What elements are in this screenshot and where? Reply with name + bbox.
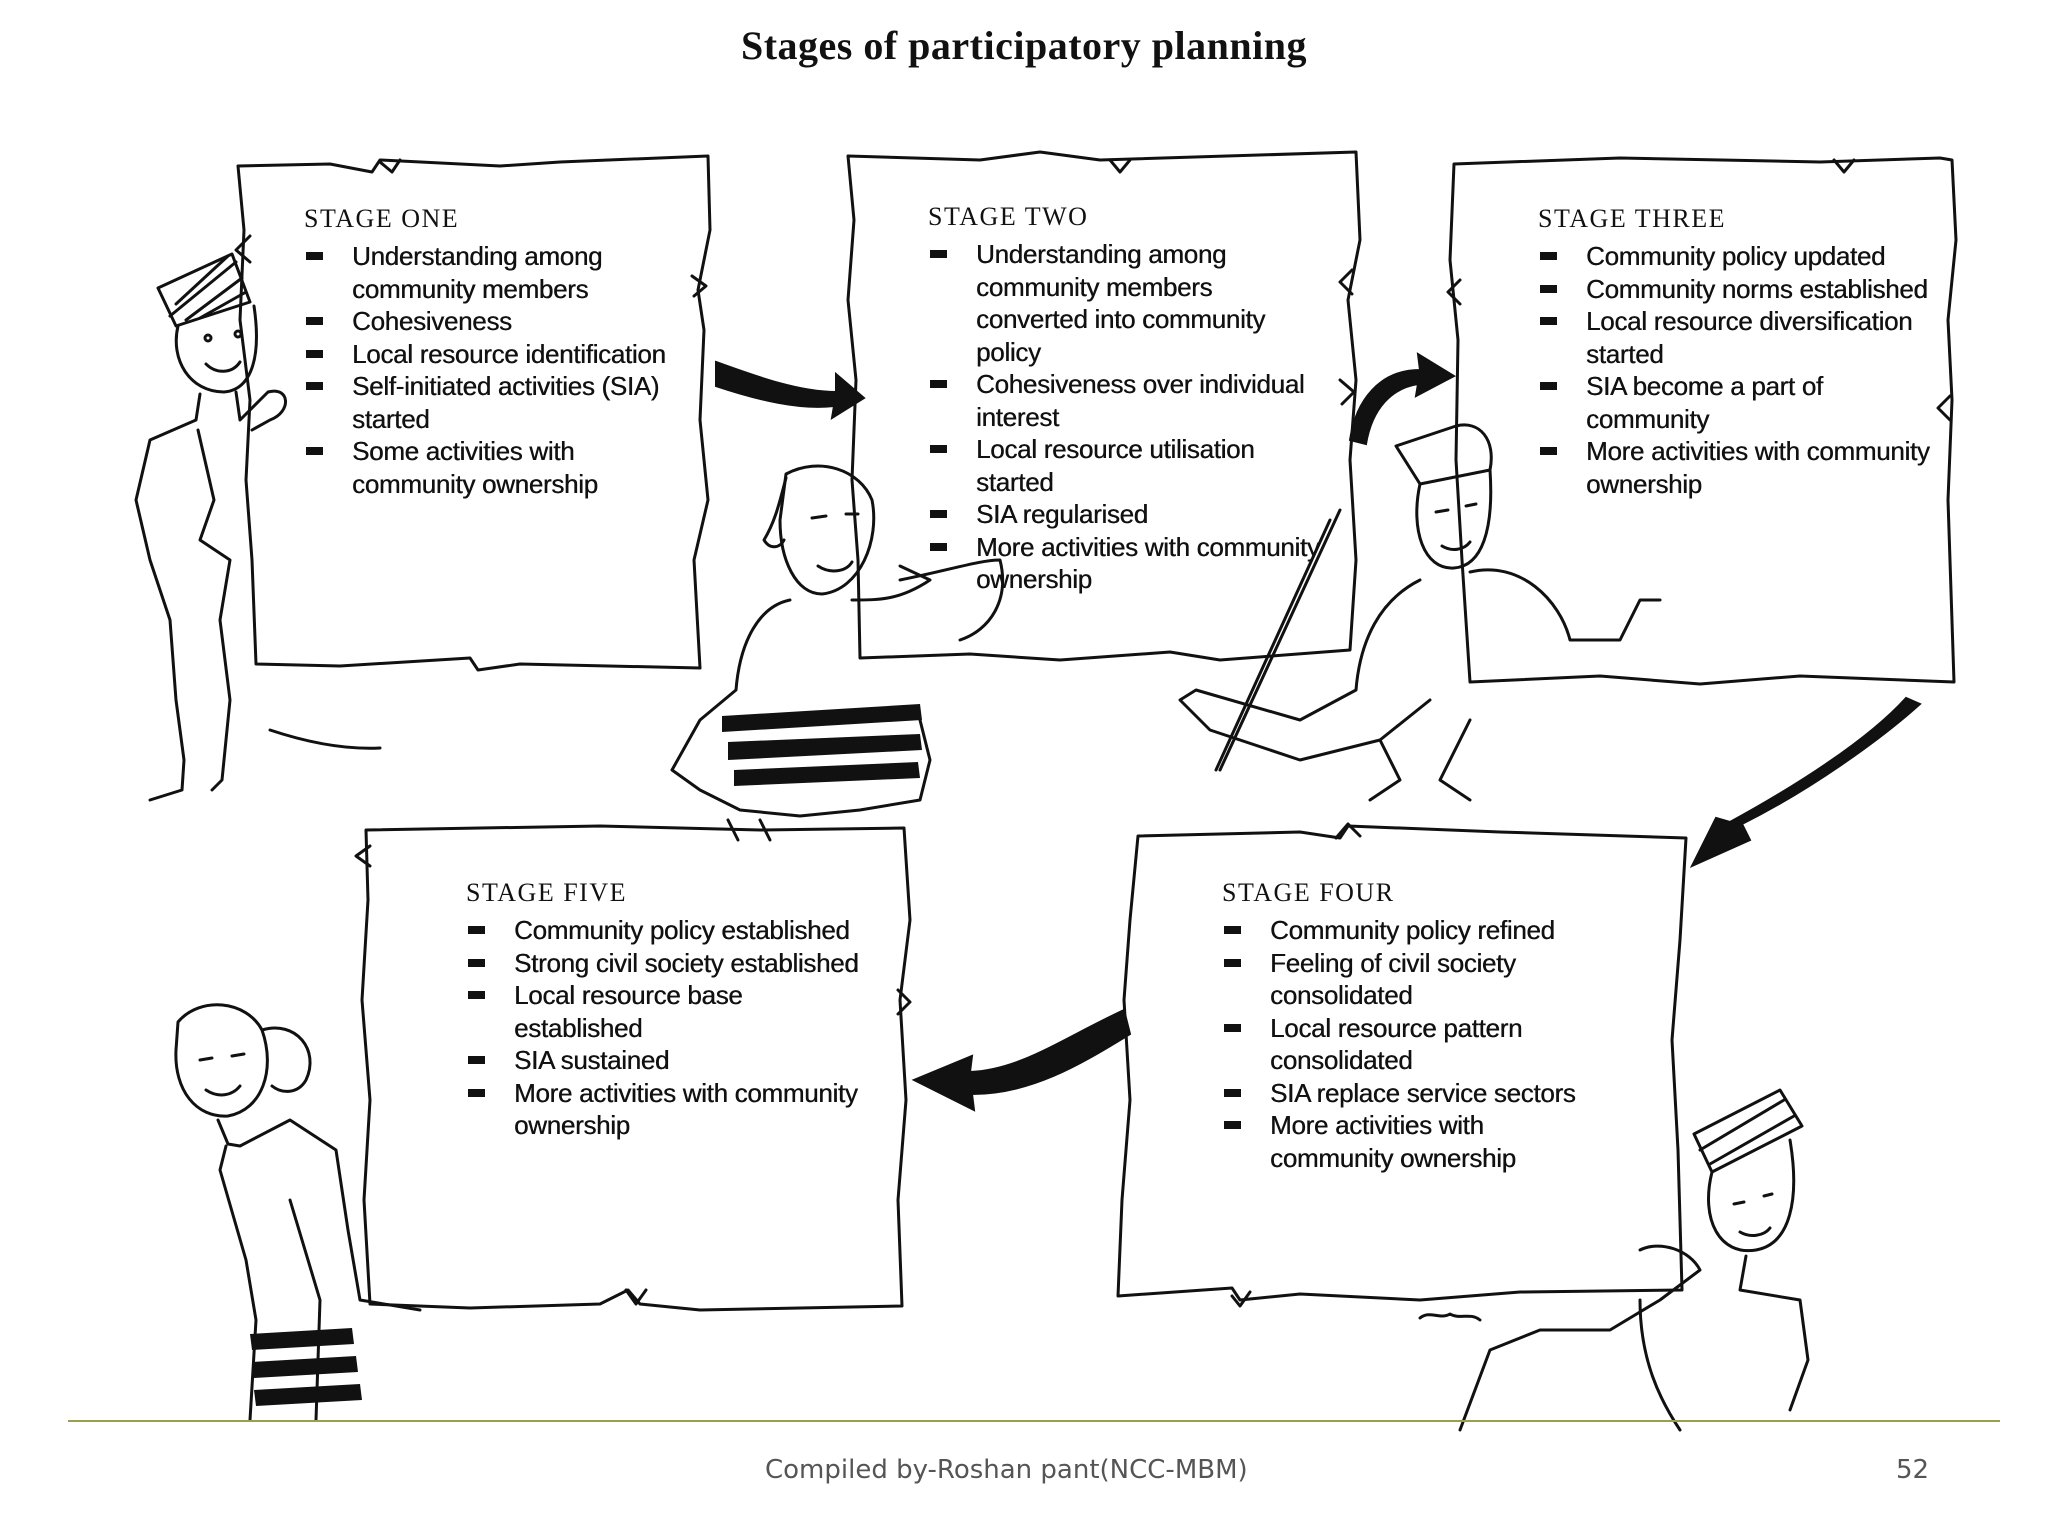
list-item: Local resource pattern consolidated bbox=[1222, 1012, 1610, 1077]
stage-one-board bbox=[236, 154, 712, 672]
stage-four-list: Community policy refined Feeling of civi… bbox=[1222, 914, 1610, 1174]
stage-two-board bbox=[846, 150, 1362, 662]
diagram-title: Stages of participatory planning bbox=[740, 23, 1308, 68]
stage-five-board bbox=[360, 824, 912, 1312]
list-item: Understanding among community members co… bbox=[928, 238, 1328, 368]
stage-five-list: Community policy established Strong civi… bbox=[466, 914, 866, 1142]
stage-two-panel: STAGE TWO Understanding among community … bbox=[928, 202, 1328, 596]
footer-credit: Compiled by-Roshan pant(NCC-MBM) bbox=[765, 1455, 1248, 1485]
figure-boy-stage-one bbox=[134, 252, 382, 802]
figure-boy-stage-four bbox=[1418, 1088, 1810, 1432]
list-item: Cohesiveness over individual interest bbox=[928, 368, 1328, 433]
list-item: More activities with community ownership bbox=[466, 1077, 866, 1142]
stage-five-panel: STAGE FIVE Community policy established … bbox=[466, 878, 866, 1142]
stage-four-board bbox=[1116, 824, 1688, 1302]
stage-three-list: Community policy updated Community norms… bbox=[1538, 240, 1944, 500]
list-item: More activities with community ownership bbox=[1222, 1109, 1610, 1174]
page-number: 52 bbox=[1896, 1455, 1930, 1485]
stage-three-heading: STAGE THREE bbox=[1538, 204, 1726, 233]
list-item: Local resource utilisation started bbox=[928, 433, 1328, 498]
arrow-four-to-five bbox=[911, 1008, 1132, 1112]
list-item: Some activities with community ownership bbox=[304, 435, 696, 500]
figure-girl-stage-five bbox=[174, 1003, 422, 1422]
list-item: Community policy refined bbox=[1222, 914, 1610, 947]
footer-divider bbox=[68, 1420, 2000, 1422]
stage-three-board bbox=[1448, 156, 1958, 686]
stage-four-heading: STAGE FOUR bbox=[1222, 878, 1395, 907]
stage-four-panel: STAGE FOUR Community policy refined Feel… bbox=[1222, 878, 1610, 1174]
stage-two-list: Understanding among community members co… bbox=[928, 238, 1328, 596]
arrow-one-to-two bbox=[715, 360, 866, 421]
list-item: SIA sustained bbox=[466, 1044, 866, 1077]
list-item: Community policy established bbox=[466, 914, 866, 947]
list-item: SIA become a part of community bbox=[1538, 370, 1944, 435]
list-item: Understanding among community members bbox=[304, 240, 696, 305]
stage-two-heading: STAGE TWO bbox=[928, 202, 1089, 231]
stage-one-panel: STAGE ONE Understanding among community … bbox=[304, 204, 696, 500]
list-item: Community policy updated bbox=[1538, 240, 1944, 273]
list-item: Feeling of civil society consolidated bbox=[1222, 947, 1610, 1012]
list-item: Local resource diversification started bbox=[1538, 305, 1944, 370]
figure-man-stage-three bbox=[1178, 423, 1662, 802]
figure-girl-skirt-stripes bbox=[250, 1328, 362, 1406]
list-item: SIA regularised bbox=[928, 498, 1328, 531]
list-item: Local resource identification bbox=[304, 338, 696, 371]
stage-one-heading: STAGE ONE bbox=[304, 204, 460, 233]
list-item: Local resource base established bbox=[466, 979, 866, 1044]
stage-three-panel: STAGE THREE Community policy updated Com… bbox=[1538, 204, 1944, 500]
arrow-two-to-three bbox=[1348, 352, 1457, 446]
list-item: SIA replace service sectors bbox=[1222, 1077, 1610, 1110]
list-item: Community norms established bbox=[1538, 273, 1944, 306]
stage-five-heading: STAGE FIVE bbox=[466, 878, 627, 907]
figure-woman-stage-two bbox=[670, 464, 1005, 842]
list-item: Strong civil society established bbox=[466, 947, 866, 980]
stage-one-list: Understanding among community members Co… bbox=[304, 240, 696, 500]
list-item: Cohesiveness bbox=[304, 305, 696, 338]
list-item: Self-initiated activities (SIA) started bbox=[304, 370, 696, 435]
arrow-three-to-four bbox=[1689, 696, 1922, 869]
list-item: More activities with community ownership bbox=[1538, 435, 1944, 500]
figure-woman-skirt-stripes bbox=[722, 704, 922, 786]
list-item: More activities with community ownership bbox=[928, 531, 1328, 596]
